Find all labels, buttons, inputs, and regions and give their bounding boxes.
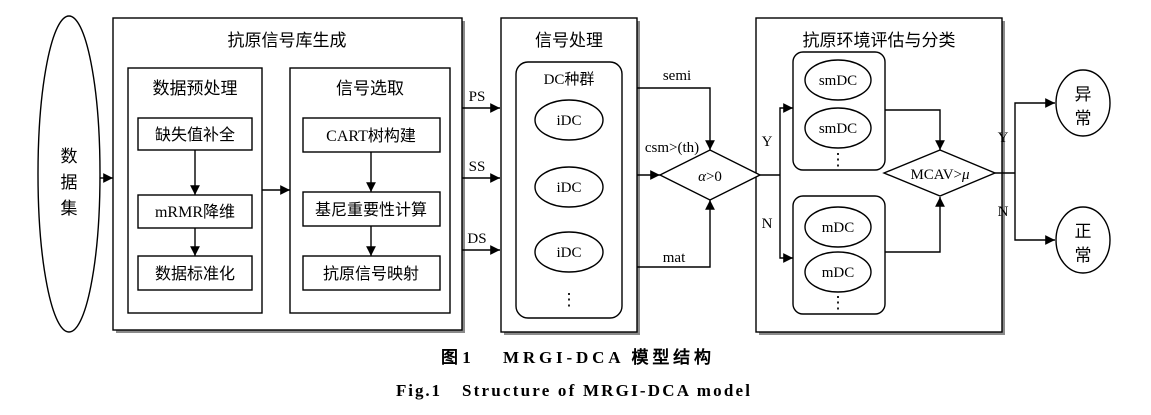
idc-label: iDC — [556, 245, 581, 261]
preprocess-step-box — [137, 117, 253, 151]
preprocess-title: 数据预处理 — [153, 79, 238, 98]
antigen-library-title: 抗原信号库生成 — [228, 31, 347, 50]
mdc-label: mDC — [822, 265, 855, 281]
smdc-node — [804, 107, 872, 149]
vertical-char: 异 — [1075, 85, 1092, 104]
abnormal-label: 异常 — [1075, 85, 1092, 128]
preprocess-step-missing-fill: 缺失值补全 — [155, 126, 235, 144]
arrow-mdc-to-mcav — [885, 197, 945, 253]
vertical-char: 集 — [61, 199, 78, 218]
signal-label-ds: DS — [467, 231, 486, 247]
selection-step-mapping: 抗原信号映射 — [323, 265, 419, 283]
selection-step-box — [302, 191, 441, 227]
more-idc-ellipsis: ⋮ — [561, 290, 578, 309]
vertical-char: 正 — [1075, 222, 1092, 241]
signal-label-ps: PS — [469, 89, 486, 105]
mdc-node — [804, 251, 872, 293]
normal-node — [1055, 206, 1111, 274]
arrow-semi — [637, 87, 715, 150]
preprocess-step-box — [137, 194, 253, 229]
more-mdc-ellipsis: ⋮ — [830, 293, 847, 312]
arrow-alpha-yes — [779, 103, 793, 175]
normal-label: 正常 — [1075, 222, 1092, 265]
idc-label: iDC — [556, 113, 581, 129]
signal-processing-title: 信号处理 — [535, 31, 603, 50]
arrow-alpha-no — [779, 175, 793, 263]
caption-cn-label: 图 1 — [441, 348, 471, 367]
decision-mcav-label: MCAV>μ — [910, 167, 970, 183]
selection-step-cart: CART树构建 — [326, 127, 416, 145]
vertical-char: 常 — [1075, 109, 1092, 128]
dataset-label: 数据集 — [61, 147, 78, 218]
smdc-label: smDC — [819, 121, 857, 137]
vertical-char: 数 — [61, 147, 78, 166]
arrow-smdc-to-mcav — [885, 109, 945, 150]
mcav-no-label: N — [998, 204, 1009, 220]
dc-population-title: DC种群 — [544, 71, 595, 88]
alpha-no-label: N — [762, 216, 773, 232]
evaluation-title: 抗原环境评估与分类 — [803, 31, 956, 50]
mu-symbol: μ — [961, 167, 970, 183]
alpha-yes-label: Y — [762, 134, 773, 150]
abnormal-node — [1055, 69, 1111, 137]
selection-title: 信号选取 — [336, 79, 404, 98]
caption-cn-title: MRGI-DCA 模型结构 — [503, 347, 711, 367]
output-label-csm: csm>(th) — [645, 140, 699, 156]
mcav-yes-label: Y — [998, 130, 1009, 146]
arrow-mcav-no — [1014, 173, 1055, 245]
decision-alpha-label: α>0 — [698, 169, 722, 185]
idc-node — [534, 231, 604, 273]
signal-label-ss: SS — [469, 159, 486, 175]
vertical-char: 常 — [1075, 246, 1092, 265]
dataset-node — [37, 15, 101, 333]
mdc-node — [804, 206, 872, 248]
preprocess-step-box — [137, 255, 253, 291]
idc-node — [534, 99, 604, 141]
preprocess-step-normalize: 数据标准化 — [155, 265, 235, 283]
vertical-char: 据 — [61, 173, 78, 192]
idc-label: iDC — [556, 180, 581, 196]
smdc-label: smDC — [819, 73, 857, 89]
selection-step-gini: 基尼重要性计算 — [315, 200, 427, 219]
arrow-mat — [637, 200, 715, 268]
output-label-mat: mat — [663, 250, 686, 266]
preprocess-step-mrmr: mRMR降维 — [155, 203, 235, 221]
selection-step-box — [302, 255, 441, 291]
idc-node — [534, 166, 604, 208]
output-label-semi: semi — [663, 68, 691, 84]
caption-en-label: Fig.1 — [396, 381, 440, 400]
more-smdc-ellipsis: ⋮ — [830, 150, 847, 169]
caption-en-title: Structure of MRGI-DCA model — [462, 381, 750, 400]
selection-step-box — [302, 117, 441, 153]
arrow-mcav-yes — [1014, 98, 1055, 173]
alpha-symbol: α — [698, 169, 707, 185]
alpha-condition: >0 — [706, 169, 722, 185]
mdc-label: mDC — [822, 220, 855, 236]
smdc-node — [804, 59, 872, 101]
mcav-condition: MCAV> — [910, 167, 962, 183]
